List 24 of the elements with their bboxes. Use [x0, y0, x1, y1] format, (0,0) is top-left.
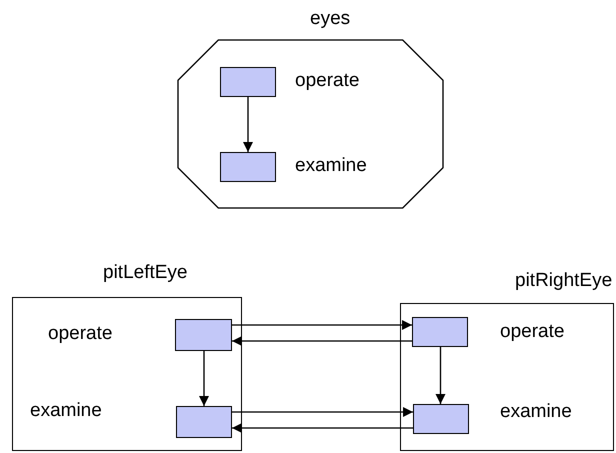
- group-frame: [12, 262, 242, 451]
- group-frame: [400, 270, 614, 451]
- arrow: [232, 320, 412, 330]
- group-title: pitLeftEye: [103, 262, 188, 284]
- arrow: [436, 347, 446, 404]
- process-box: [220, 152, 276, 182]
- box-caption: examine: [30, 400, 102, 422]
- arrow: [232, 423, 413, 433]
- group-title: eyes: [310, 8, 350, 30]
- process-box: [412, 317, 468, 347]
- process-box: [220, 67, 276, 97]
- box-caption: examine: [295, 155, 367, 177]
- group-title: pitRightEye: [515, 270, 612, 292]
- box-caption: operate: [500, 321, 564, 343]
- box-caption: operate: [295, 70, 360, 92]
- process-box: [175, 319, 232, 351]
- arrow: [232, 336, 412, 346]
- box-caption: examine: [500, 401, 572, 423]
- arrow: [199, 351, 209, 406]
- process-box: [176, 406, 232, 438]
- box-caption: operate: [48, 323, 112, 345]
- process-box: [413, 404, 469, 434]
- arrow: [243, 97, 253, 152]
- arrow: [232, 407, 413, 417]
